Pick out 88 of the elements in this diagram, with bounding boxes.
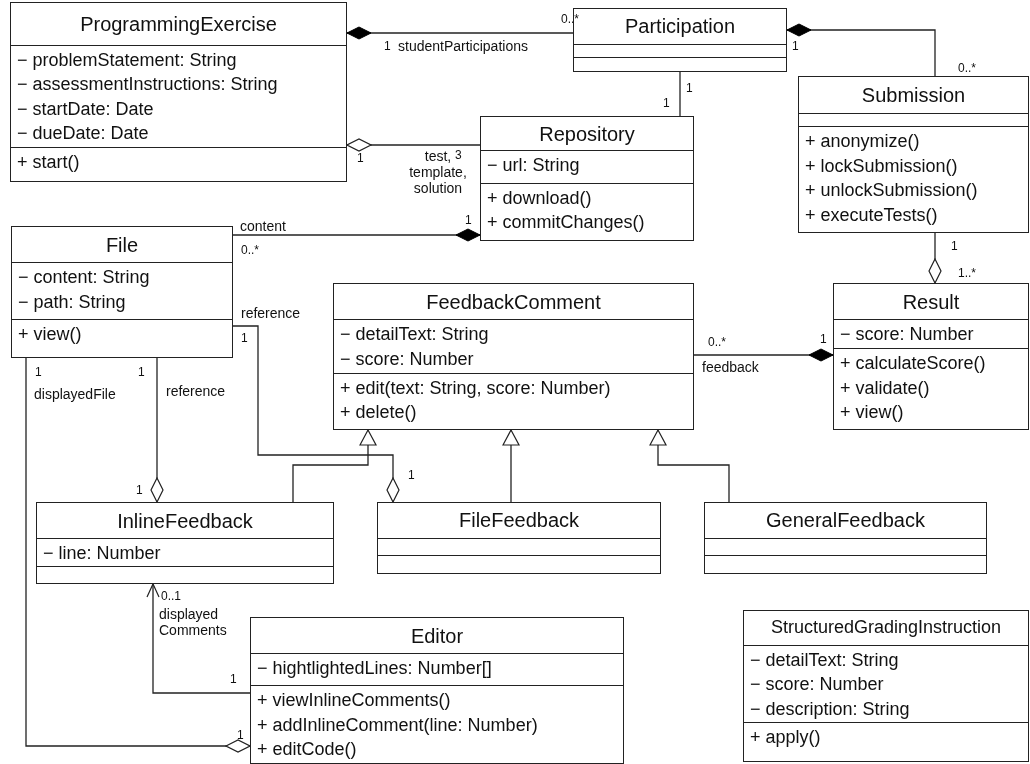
method-text: + edit(text: String, score: Number) xyxy=(339,376,612,400)
attribute-text: − url: String xyxy=(486,154,581,178)
method-text: + unlockSubmission() xyxy=(804,179,979,203)
multiplicity-label: 1 xyxy=(35,366,42,378)
method-text: + addInlineComment(line: Number) xyxy=(256,713,539,737)
class-box xyxy=(250,617,624,764)
method-text: + lockSubmission() xyxy=(804,154,959,178)
class-box xyxy=(833,283,1029,430)
attribute-text: − startDate: Date xyxy=(16,97,155,121)
association-line xyxy=(232,228,481,242)
attribute-text: − dueDate: Date xyxy=(16,122,150,145)
class-box xyxy=(11,226,233,358)
attribute-text: − hightlightedLines: Number[] xyxy=(256,657,493,681)
multiplicity-label: 1 xyxy=(951,240,958,252)
method-text: + validate() xyxy=(839,376,931,400)
association-line xyxy=(232,325,400,503)
class-name: ProgrammingExercise xyxy=(79,12,278,35)
multiplicity-label: 1 xyxy=(408,469,415,481)
multiplicity-label: 1 xyxy=(357,152,364,164)
method-text: + view() xyxy=(839,401,905,425)
association-line xyxy=(693,348,834,362)
method-text: + editCode() xyxy=(256,738,358,762)
association-line xyxy=(346,26,574,40)
association-line xyxy=(150,357,164,503)
attribute-text: − score: Number xyxy=(339,348,475,371)
association-line xyxy=(146,583,251,694)
class-box xyxy=(333,283,694,430)
class-box xyxy=(36,502,334,584)
class-name: Editor xyxy=(409,624,465,647)
attribute-text: − detailText: String xyxy=(339,323,490,347)
multiplicity-label: 1 xyxy=(237,729,244,741)
method-text: + anonymize() xyxy=(804,130,921,154)
role-label: studentParticipations xyxy=(398,38,528,55)
class-name: InlineFeedback xyxy=(116,509,254,532)
multiplicity-label: 1 xyxy=(465,214,472,226)
class-box xyxy=(10,2,347,182)
multiplicity-label: 0..* xyxy=(241,244,259,256)
class-name: Submission xyxy=(860,83,967,106)
class-box xyxy=(377,502,661,574)
method-text: + calculateScore() xyxy=(839,352,987,376)
class-name: File xyxy=(104,233,140,256)
association-line xyxy=(679,71,681,117)
attribute-text: − score: Number xyxy=(839,323,975,347)
class-name: StructuredGradingInstruction xyxy=(769,617,1003,638)
multiplicity-label: 3 xyxy=(455,149,462,161)
association-line xyxy=(502,429,520,503)
method-text: + executeTests() xyxy=(804,203,939,227)
class-box xyxy=(704,502,987,574)
class-box xyxy=(743,610,1029,762)
multiplicity-label: 0..1 xyxy=(161,590,181,602)
class-name: FileFeedback xyxy=(457,509,581,532)
association-line xyxy=(346,138,481,152)
multiplicity-label: 1 xyxy=(663,97,670,109)
attribute-text: − line: Number xyxy=(42,542,162,566)
association-line xyxy=(25,357,251,753)
attribute-text: − detailText: String xyxy=(749,648,900,672)
multiplicity-label: 0..* xyxy=(708,336,726,348)
class-name: Participation xyxy=(623,15,737,38)
multiplicity-label: 1 xyxy=(686,82,693,94)
attribute-text: − path: String xyxy=(17,290,127,314)
method-text: + download() xyxy=(486,186,593,210)
association-line xyxy=(649,429,730,503)
attribute-text: − assessmentInstructions: String xyxy=(16,73,279,96)
class-name: Repository xyxy=(538,122,636,145)
method-text: + delete() xyxy=(339,401,418,425)
method-text: + apply() xyxy=(749,725,822,749)
multiplicity-label: 1 xyxy=(230,673,237,685)
association-line xyxy=(292,429,377,503)
role-label: displayedFile xyxy=(34,386,116,403)
attribute-text: − problemStatement: String xyxy=(16,48,238,72)
method-text: + viewInlineComments() xyxy=(256,689,452,713)
class-box xyxy=(480,116,694,241)
association-line xyxy=(928,232,942,284)
attribute-text: − description: String xyxy=(749,697,911,721)
class-name: GeneralFeedback xyxy=(765,509,926,532)
attribute-text: − score: Number xyxy=(749,673,885,697)
multiplicity-label: 1 xyxy=(384,40,391,52)
method-text: + commitChanges() xyxy=(486,211,646,235)
class-box xyxy=(798,76,1029,233)
method-text: + start() xyxy=(16,151,81,175)
attribute-text: − content: String xyxy=(17,266,151,290)
multiplicity-label: 1..* xyxy=(958,267,976,279)
class-name: FeedbackComment xyxy=(425,290,602,313)
multiplicity-label: 1 xyxy=(241,332,248,344)
class-name: Result xyxy=(901,290,961,313)
multiplicity-label: 1 xyxy=(792,40,799,52)
method-text: + view() xyxy=(17,322,83,346)
association-line xyxy=(786,23,936,77)
